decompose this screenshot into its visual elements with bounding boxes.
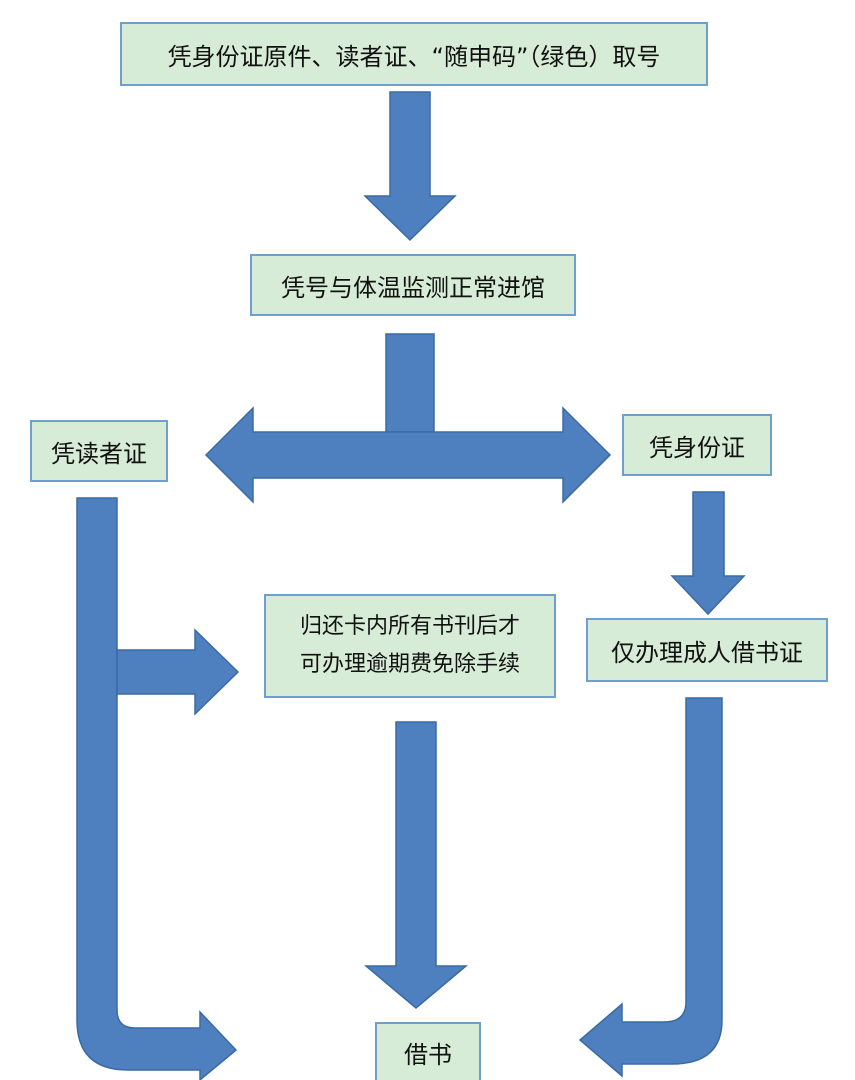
- node-take-number: 凭身份证原件、读者证、“随申码”（绿色）取号: [120, 22, 708, 86]
- node-enter-library: 凭号与体温监测正常进馆: [250, 254, 576, 316]
- node-reader-card: 凭读者证: [30, 420, 168, 482]
- arrow-note-to-final: [363, 721, 469, 1009]
- node-reader-card-label: 凭读者证: [51, 439, 147, 468]
- node-id-card-label: 凭身份证: [649, 433, 745, 462]
- node-return-books-note: 归还卡内所有书刊后才 可办理逾期费免除手续: [264, 594, 556, 698]
- arrow-stem-split: [385, 333, 435, 433]
- arrow-right-to-final: [578, 697, 723, 1078]
- node-enter-library-label: 凭号与体温监测正常进馆: [281, 273, 545, 302]
- node-take-number-label: 凭身份证原件、读者证、“随申码”（绿色）取号: [167, 42, 661, 71]
- arrow-step1-to-step2: [363, 91, 457, 242]
- arrow-left-to-final: [76, 497, 238, 1080]
- node-adult-card-only: 仅办理成人借书证: [586, 618, 828, 682]
- double-arrow-split: [204, 406, 612, 504]
- node-id-card: 凭身份证: [622, 414, 772, 476]
- arrow-right-to-step: [670, 491, 746, 616]
- node-borrow-books-label: 借书: [404, 1040, 452, 1069]
- node-adult-card-only-label: 仅办理成人借书证: [611, 638, 803, 667]
- arrow-left-to-note: [116, 628, 240, 716]
- node-borrow-books: 借书: [375, 1022, 481, 1080]
- node-return-books-note-line1: 归还卡内所有书刊后才: [299, 613, 520, 639]
- node-return-books-note-line2: 可办理逾期费免除手续: [299, 652, 520, 677]
